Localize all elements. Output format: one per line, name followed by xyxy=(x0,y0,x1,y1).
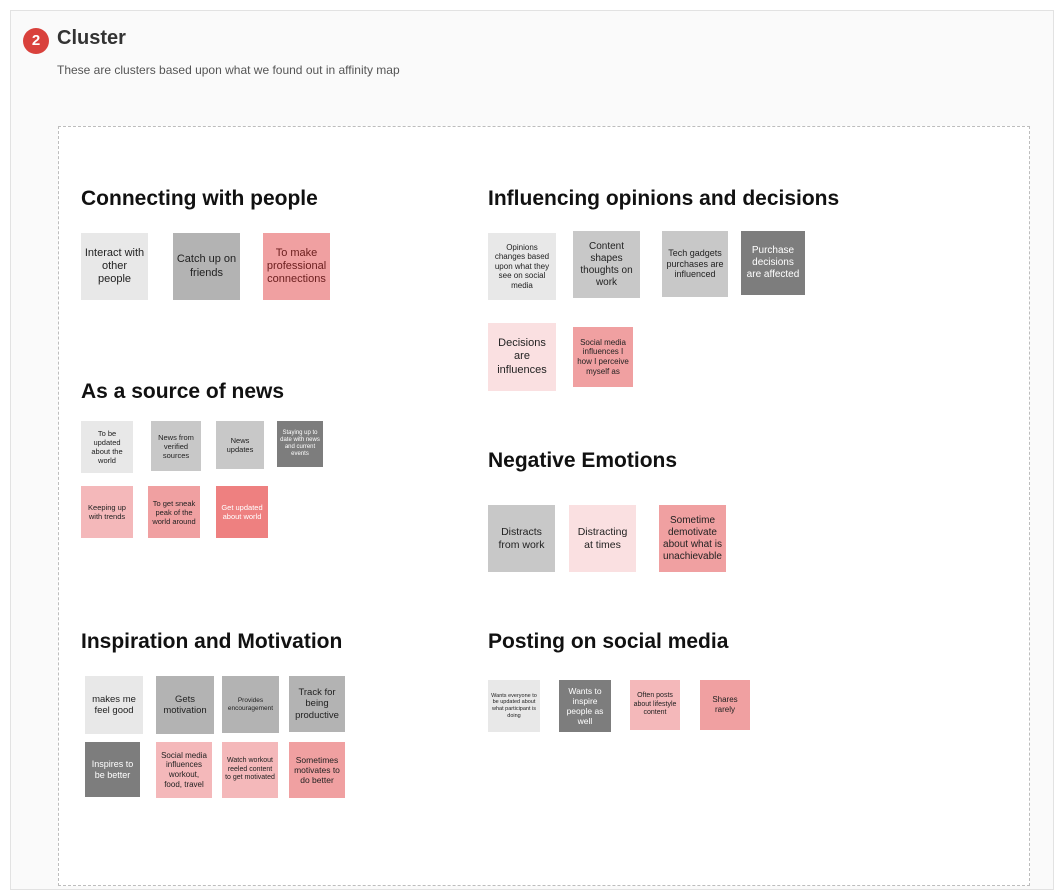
section-subtitle: These are clusters based upon what we fo… xyxy=(57,63,400,77)
sticky-note[interactable]: Get updated about world xyxy=(216,486,268,538)
sticky-note[interactable]: Distracting at times xyxy=(569,505,636,572)
sticky-note[interactable]: Purchase decisions are affected xyxy=(741,231,805,295)
sticky-note[interactable]: Wants everyone to be updated about what … xyxy=(488,680,540,732)
sticky-note[interactable]: News from verified sources xyxy=(151,421,201,471)
sticky-note[interactable]: makes me feel good xyxy=(85,676,143,734)
section-title: Cluster xyxy=(57,27,126,49)
sticky-note[interactable]: Sometimes motivates to do better xyxy=(289,742,345,798)
sticky-note[interactable]: Interact with other people xyxy=(81,233,148,300)
cluster-board: Connecting with people Interact with oth… xyxy=(58,126,1030,886)
cluster-title-negative: Negative Emotions xyxy=(488,449,678,472)
sticky-note[interactable]: Gets motivation xyxy=(156,676,214,734)
sticky-note[interactable]: To be updated about the world xyxy=(81,421,133,473)
sticky-note[interactable]: Staying up to date with news and current… xyxy=(277,421,323,467)
sticky-note[interactable]: To get sneak peak of the world around xyxy=(148,486,200,538)
sticky-note[interactable]: Often posts about lifestyle content xyxy=(630,680,680,730)
cluster-title-inspiration: Inspiration and Motivation xyxy=(81,630,343,653)
cluster-title-connecting: Connecting with people xyxy=(81,187,318,210)
sticky-note[interactable]: Distracts from work xyxy=(488,505,555,572)
cluster-title-news: As a source of news xyxy=(81,380,285,403)
sticky-note[interactable]: Catch up on friends xyxy=(173,233,240,300)
step-number-badge: 2 xyxy=(23,28,49,54)
sticky-note[interactable]: News updates xyxy=(216,421,264,469)
sticky-note[interactable]: Wants to inspire people as well xyxy=(559,680,611,732)
sticky-note[interactable]: To make professional connections xyxy=(263,233,330,300)
cluster-title-influencing: Influencing opinions and decisions xyxy=(488,187,840,210)
sticky-note[interactable]: Inspires to be better xyxy=(85,742,140,797)
sticky-note[interactable]: Sometime demotivate about what is unachi… xyxy=(659,505,726,572)
sticky-note[interactable]: Opinions changes based upon what they se… xyxy=(488,233,556,300)
sticky-note[interactable]: Provides encouragement xyxy=(222,676,279,733)
sticky-note[interactable]: Watch workout reeled content to get moti… xyxy=(222,742,278,798)
sticky-note[interactable]: Social media influences workout, food, t… xyxy=(156,742,212,798)
sticky-note[interactable]: Social media influences I how I perceive… xyxy=(573,327,633,387)
sticky-note[interactable]: Content shapes thoughts on work xyxy=(573,231,640,298)
sticky-note[interactable]: Keeping up with trends xyxy=(81,486,133,538)
sticky-note[interactable]: Tech gadgets purchases are influenced xyxy=(662,231,728,297)
sticky-note[interactable]: Decisions are influences xyxy=(488,323,556,391)
cluster-title-posting: Posting on social media xyxy=(488,630,729,653)
sticky-note[interactable]: Track for being productive xyxy=(289,676,345,732)
sticky-note[interactable]: Shares rarely xyxy=(700,680,750,730)
